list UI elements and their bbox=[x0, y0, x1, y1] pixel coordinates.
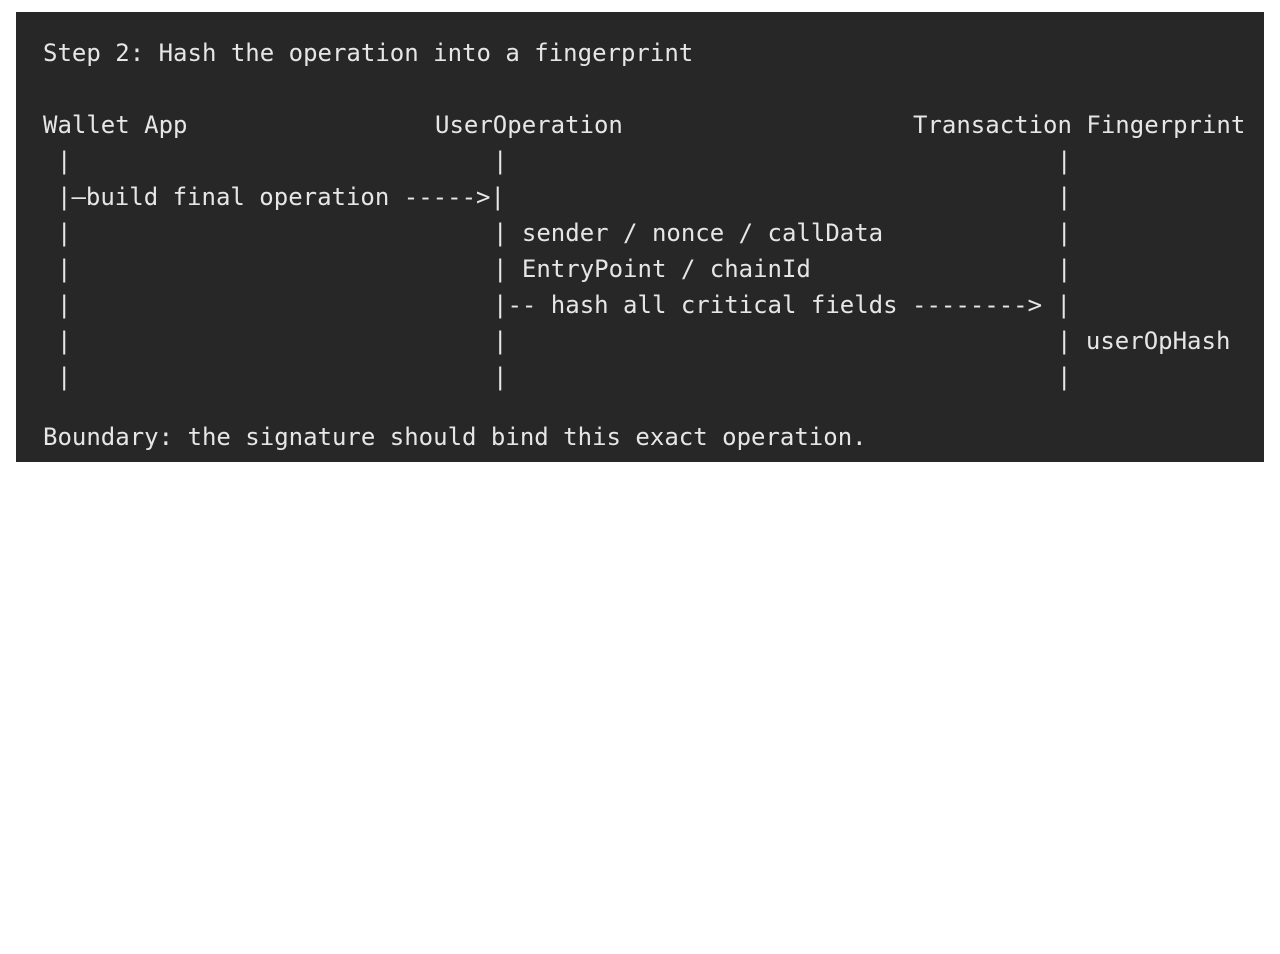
code-block-panel: Step 2: Hash the operation into a finger… bbox=[16, 12, 1264, 462]
note-sender-nonce-calldata: | sender / nonce / callData bbox=[493, 219, 884, 247]
lifeline-segment: | bbox=[57, 219, 72, 247]
message-build-final-operation: |–build final operation ----->| bbox=[57, 183, 505, 211]
participant-transaction-fingerprint: Transaction Fingerprint bbox=[913, 111, 1246, 139]
lifeline-segment: | bbox=[57, 255, 72, 283]
note-entrypoint-chainid: | EntryPoint / chainId bbox=[493, 255, 811, 283]
lifeline-segment: | bbox=[1057, 219, 1072, 247]
diagram-title: Step 2: Hash the operation into a finger… bbox=[43, 39, 694, 67]
lifeline-segment: | bbox=[57, 147, 72, 175]
lifeline-segment: | bbox=[1057, 147, 1072, 175]
participant-user-operation: UserOperation bbox=[435, 111, 623, 139]
lifeline-segment: | bbox=[1057, 255, 1072, 283]
sequence-diagram: Step 2: Hash the operation into a finger… bbox=[43, 12, 1245, 954]
lifeline-segment: | bbox=[57, 363, 72, 391]
lifeline-segment: | bbox=[493, 363, 508, 391]
lifeline-segment: | bbox=[57, 291, 72, 319]
diagram-footer: Boundary: the signature should bind this… bbox=[43, 423, 867, 451]
lifeline-segment: | bbox=[493, 327, 508, 355]
result-useropHash: | userOpHash bbox=[1057, 327, 1231, 355]
lifeline-segment: | bbox=[1057, 183, 1072, 211]
lifeline-segment: | bbox=[493, 147, 508, 175]
lifeline-segment: | bbox=[1057, 363, 1072, 391]
participant-wallet-app: Wallet App bbox=[43, 111, 188, 139]
message-hash-all-critical-fields: |-- hash all critical fields --------> | bbox=[493, 291, 1071, 319]
lifeline-segment: | bbox=[57, 327, 72, 355]
